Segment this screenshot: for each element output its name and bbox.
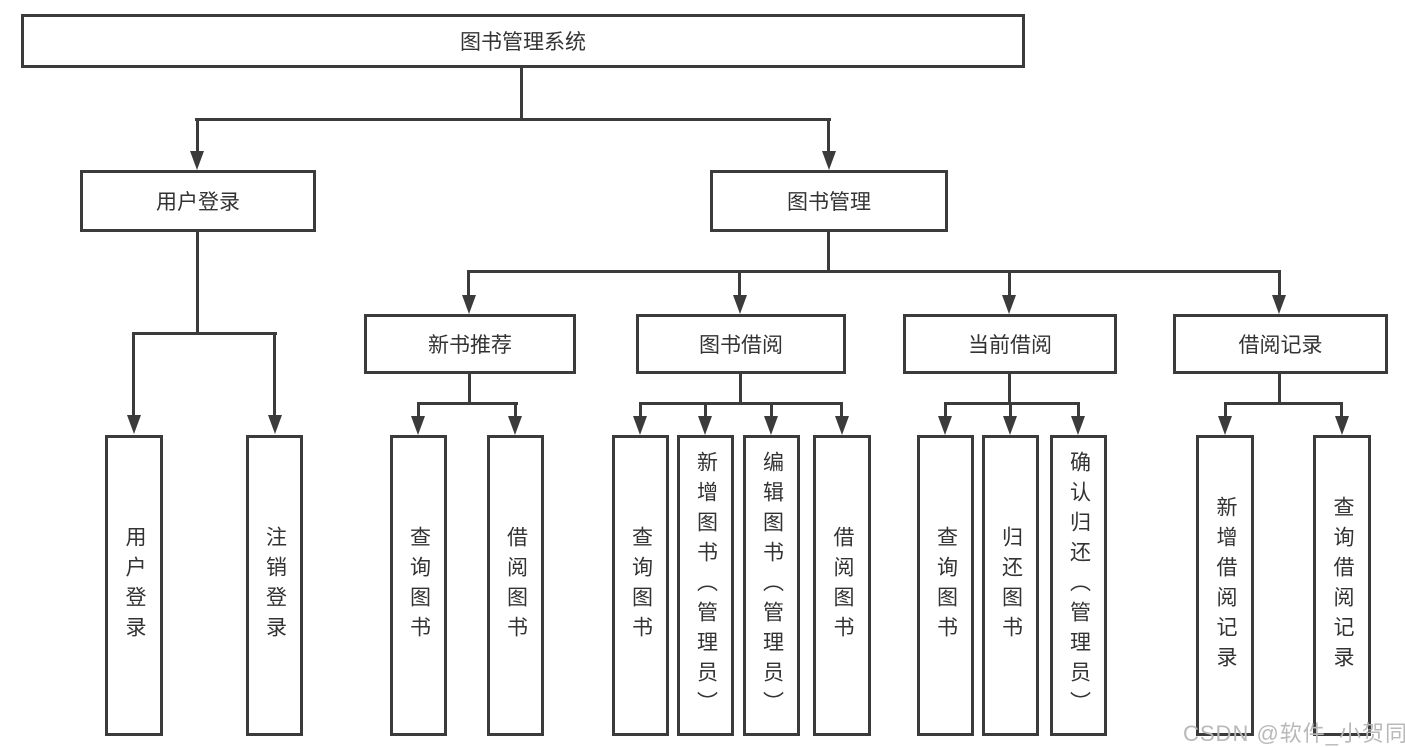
connector-line bbox=[417, 402, 518, 405]
arrow-down-icon bbox=[1002, 295, 1016, 314]
node-library-system: 图书管理系统 bbox=[21, 14, 1025, 68]
arrow-down-icon bbox=[633, 416, 647, 435]
arrow-down-icon bbox=[822, 151, 836, 170]
connector-line bbox=[944, 402, 1080, 405]
node-label: 借阅图书 bbox=[831, 525, 855, 646]
connector-line bbox=[417, 404, 420, 417]
node-label: 借阅图书 bbox=[504, 525, 528, 646]
node-book-borrow: 图书借阅 bbox=[636, 314, 846, 374]
node-label: 图书借阅 bbox=[699, 334, 783, 357]
connector-line bbox=[132, 334, 135, 416]
connector-line bbox=[273, 334, 276, 416]
connector-line bbox=[1009, 404, 1012, 417]
arrow-down-icon bbox=[268, 415, 282, 434]
connector-line bbox=[639, 402, 843, 405]
arrow-down-icon bbox=[190, 151, 204, 170]
arrow-down-icon bbox=[938, 416, 952, 435]
leaf-confirm-return-admin: 确认归还（管理员） bbox=[1050, 435, 1107, 736]
connector-line bbox=[1278, 374, 1281, 404]
connector-line bbox=[132, 332, 277, 335]
connector-line bbox=[944, 404, 947, 417]
node-book-management: 图书管理 bbox=[710, 170, 948, 232]
arrow-down-icon bbox=[835, 416, 849, 435]
arrow-down-icon bbox=[1272, 295, 1286, 314]
connector-line bbox=[467, 270, 1281, 273]
connector-line bbox=[195, 118, 831, 121]
leaf-borrow-book-1: 借阅图书 bbox=[487, 435, 544, 736]
leaf-user-login: 用户登录 bbox=[105, 435, 163, 736]
node-label: 新增图书（管理员） bbox=[694, 450, 718, 721]
leaf-add-borrow-record: 新增借阅记录 bbox=[1196, 435, 1254, 736]
arrow-down-icon bbox=[1335, 416, 1349, 435]
node-new-book-recommend: 新书推荐 bbox=[364, 314, 576, 374]
connector-line bbox=[827, 232, 830, 272]
arrow-down-icon bbox=[1003, 416, 1017, 435]
leaf-edit-book-admin: 编辑图书（管理员） bbox=[743, 435, 800, 736]
leaf-borrow-book-2: 借阅图书 bbox=[813, 435, 871, 736]
connector-line bbox=[1224, 402, 1343, 405]
connector-line bbox=[514, 404, 517, 417]
connector-line bbox=[1340, 404, 1343, 417]
connector-line bbox=[738, 272, 741, 296]
leaf-query-book-3: 查询图书 bbox=[917, 435, 974, 736]
arrow-down-icon bbox=[411, 416, 425, 435]
node-label: 查询借阅记录 bbox=[1331, 495, 1355, 676]
leaf-query-book-2: 查询图书 bbox=[612, 435, 669, 736]
connector-line bbox=[840, 404, 843, 417]
node-label: 新增借阅记录 bbox=[1214, 495, 1238, 676]
node-label: 用户登录 bbox=[156, 191, 240, 214]
node-borrow-records: 借阅记录 bbox=[1173, 314, 1388, 374]
leaf-add-book-admin: 新增图书（管理员） bbox=[677, 435, 734, 736]
node-label: 借阅记录 bbox=[1238, 334, 1323, 357]
node-label: 注销登录 bbox=[263, 525, 287, 646]
connector-line bbox=[468, 374, 471, 404]
arrow-down-icon bbox=[733, 295, 747, 314]
node-label: 查询图书 bbox=[629, 525, 653, 646]
leaf-query-book-1: 查询图书 bbox=[390, 435, 447, 736]
connector-line bbox=[1008, 272, 1011, 296]
leaf-return-book: 归还图书 bbox=[982, 435, 1039, 736]
leaf-query-borrow-record: 查询借阅记录 bbox=[1313, 435, 1371, 736]
node-user-login: 用户登录 bbox=[80, 170, 316, 232]
connector-line bbox=[1278, 272, 1281, 296]
connector-line bbox=[520, 68, 523, 120]
arrow-down-icon bbox=[1071, 416, 1085, 435]
node-label: 编辑图书（管理员） bbox=[760, 450, 784, 721]
connector-line bbox=[196, 120, 199, 152]
leaf-logout: 注销登录 bbox=[246, 435, 303, 736]
arrow-down-icon bbox=[462, 295, 476, 314]
arrow-down-icon bbox=[508, 416, 522, 435]
connector-line bbox=[1224, 404, 1227, 417]
node-current-borrow: 当前借阅 bbox=[903, 314, 1117, 374]
node-label: 确认归还（管理员） bbox=[1067, 450, 1091, 721]
node-label: 新书推荐 bbox=[428, 334, 512, 357]
connector-line bbox=[704, 404, 707, 417]
node-label: 归还图书 bbox=[999, 525, 1023, 646]
arrow-down-icon bbox=[698, 416, 712, 435]
arrow-down-icon bbox=[127, 415, 141, 434]
node-label: 查询图书 bbox=[934, 525, 958, 646]
connector-line bbox=[639, 404, 642, 417]
connector-line bbox=[1008, 374, 1011, 404]
connector-line bbox=[467, 272, 470, 296]
connector-line bbox=[827, 120, 830, 152]
arrow-down-icon bbox=[764, 416, 778, 435]
node-label: 当前借阅 bbox=[968, 334, 1052, 357]
arrow-down-icon bbox=[1218, 416, 1232, 435]
node-label: 图书管理 bbox=[787, 191, 871, 214]
node-label: 图书管理系统 bbox=[460, 31, 586, 54]
node-label: 用户登录 bbox=[123, 525, 147, 646]
connector-line bbox=[1077, 404, 1080, 417]
watermark-csdn: CSDN @软件_小贺同学 bbox=[1183, 721, 1405, 746]
connector-line bbox=[196, 232, 199, 335]
connector-line bbox=[770, 404, 773, 417]
node-label: 查询图书 bbox=[407, 525, 431, 646]
connector-line bbox=[739, 374, 742, 404]
